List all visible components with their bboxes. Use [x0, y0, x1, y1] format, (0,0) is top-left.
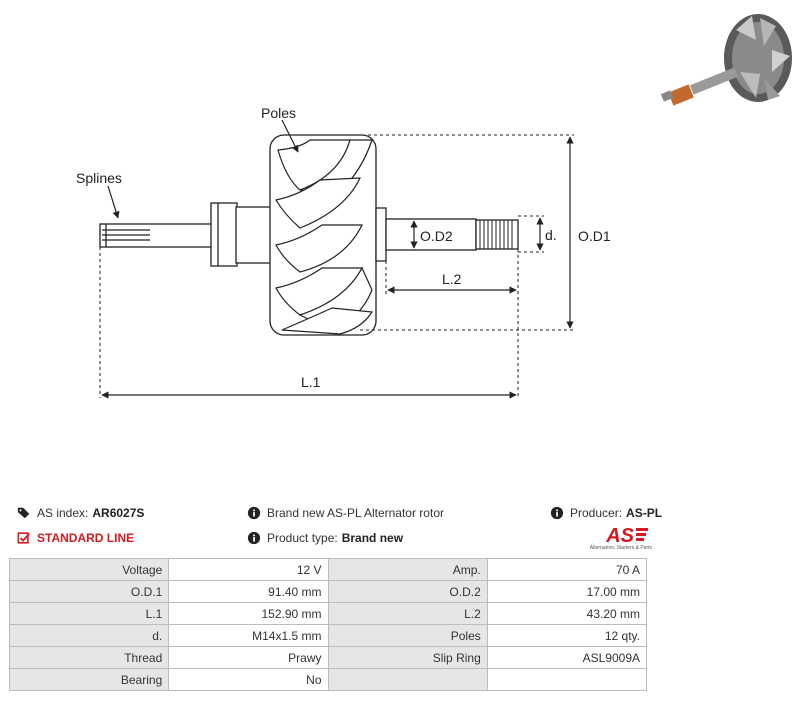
label-poles: Poles — [261, 105, 296, 121]
checkbox-icon — [17, 532, 30, 544]
logo-caption: Alternators, Starters & Parts — [589, 545, 652, 551]
description: Brand new AS-PL Alternator rotor — [247, 506, 444, 520]
spec-value: 43.20 mm — [486, 602, 648, 625]
product-type: Product type: Brand new — [247, 531, 403, 545]
product-type-value: Brand new — [341, 531, 404, 545]
producer-label: Producer: — [570, 506, 623, 520]
product-line: STANDARD LINE — [17, 531, 134, 545]
spec-key: O.D.1 — [8, 580, 170, 603]
info-icon — [247, 506, 261, 520]
label-l1: L.1 — [301, 374, 321, 390]
spec-key: Poles — [327, 624, 488, 647]
as-index-value: AR6027S — [92, 506, 145, 520]
label-d: d. — [545, 227, 557, 243]
spec-value: No — [168, 668, 329, 691]
label-od1: O.D1 — [578, 228, 611, 244]
spec-key: Thread — [8, 646, 170, 669]
spec-key: L.1 — [8, 602, 170, 625]
info-icon — [550, 506, 564, 520]
as-index: AS index: AR6027S — [17, 506, 144, 520]
spec-key — [327, 668, 488, 691]
label-od2: O.D2 — [420, 228, 453, 244]
spec-value: Prawy — [168, 646, 329, 669]
threaded-end — [475, 219, 519, 250]
bearing-collar — [210, 202, 238, 267]
spec-value: 70 A — [486, 558, 648, 581]
spec-key: L.2 — [327, 602, 488, 625]
spec-key: Voltage — [8, 558, 170, 581]
info-icon — [247, 531, 261, 545]
spec-key: Amp. — [327, 558, 488, 581]
tags-icon — [17, 507, 30, 519]
as-pl-logo: AS — [605, 525, 648, 547]
spec-value: 17.00 mm — [486, 580, 648, 603]
spec-key: d. — [8, 624, 170, 647]
spec-value: 12 V — [168, 558, 329, 581]
producer: Producer: AS-PL — [550, 506, 662, 520]
spec-value: 152.90 mm — [168, 602, 329, 625]
spec-key: Bearing — [8, 668, 170, 691]
svg-text:AS: AS — [605, 525, 634, 547]
spec-value: 91.40 mm — [168, 580, 329, 603]
as-index-label: AS index: — [37, 506, 89, 520]
description-text: Brand new AS-PL Alternator rotor — [267, 506, 444, 520]
spec-key: Slip Ring — [327, 646, 488, 669]
spec-value: ASL9009A — [486, 646, 648, 669]
spec-value — [486, 668, 648, 691]
standard-line-label: STANDARD LINE — [37, 531, 135, 545]
label-l2: L.2 — [442, 271, 462, 287]
rotor-diagram: Poles Splines O.D2 d. O.D1 L.2 L.1 — [76, 105, 611, 399]
producer-value: AS-PL — [626, 506, 663, 520]
spec-value: M14x1.5 mm — [168, 624, 329, 647]
spec-value: 12 qty. — [486, 624, 648, 647]
spec-key: O.D.2 — [327, 580, 488, 603]
product-type-label: Product type: — [267, 531, 338, 545]
label-splines: Splines — [76, 170, 122, 186]
rotor-photo — [660, 14, 792, 106]
